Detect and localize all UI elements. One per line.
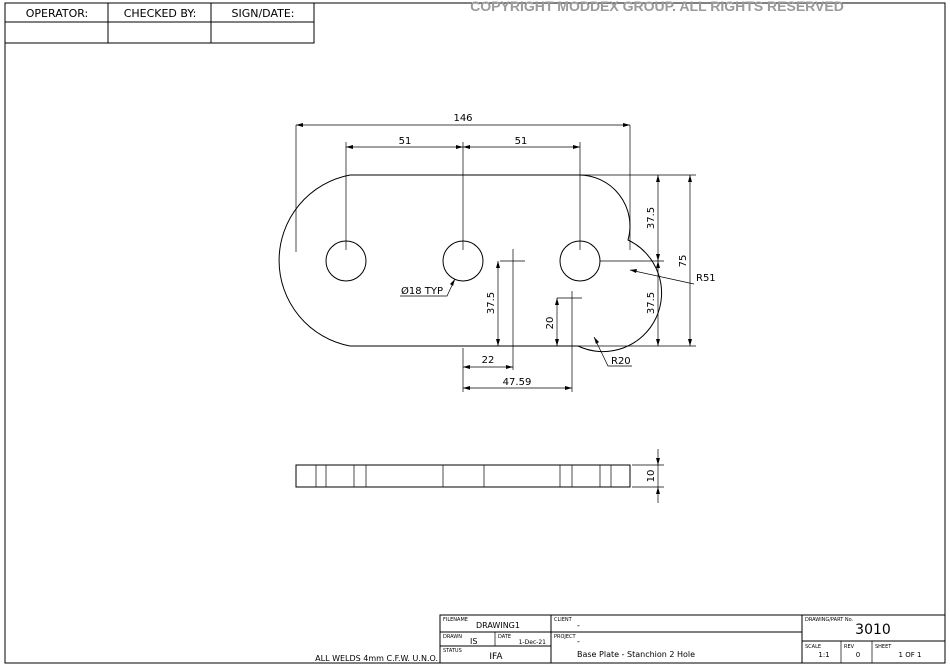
filename-label: FILENAME bbox=[443, 617, 468, 623]
dim-right-verticals: 37.5 37.5 75 bbox=[578, 174, 696, 347]
scale-value: 1:1 bbox=[818, 651, 829, 659]
client-value: - bbox=[577, 621, 580, 630]
dim-offset-horizontal-long-label: 47.59 bbox=[503, 377, 532, 388]
dim-thickness: 10 bbox=[632, 449, 664, 503]
title-block: FILENAME DRAWING1 CLIENT - DRAWN IS DATE… bbox=[439, 614, 946, 664]
sign-date-label: SIGN/DATE: bbox=[231, 7, 294, 20]
project-label: PROJECT bbox=[554, 634, 577, 640]
dim-hole-pitch-right-label: 51 bbox=[515, 136, 528, 147]
dim-offset-vertical-left-label: 37.5 bbox=[486, 292, 497, 314]
client-label: CLIENT bbox=[554, 617, 573, 623]
dim-overall-length-label: 146 bbox=[453, 113, 472, 124]
weld-note: ALL WELDS 4mm C.F.W. U.N.O. bbox=[315, 654, 438, 663]
date-value: 1-Dec-21 bbox=[519, 639, 547, 646]
copyright-text: COPYRIGHT MODDEX GROUP. ALL RIGHTS RESER… bbox=[470, 0, 844, 14]
scale-label: SCALE bbox=[805, 644, 821, 650]
project-value: - bbox=[577, 637, 580, 646]
sheet-value: 1 OF 1 bbox=[899, 651, 922, 659]
dim-hole-diameter: Ø18 TYP bbox=[400, 278, 456, 297]
dim-offset-vertical-right-label: 20 bbox=[545, 317, 556, 330]
sheet-border bbox=[4, 2, 946, 664]
rev-label: REV bbox=[844, 644, 855, 650]
part-no-value: 3010 bbox=[855, 622, 891, 638]
dim-outer-radius: R51 bbox=[629, 269, 716, 285]
operator-label: OPERATOR: bbox=[26, 7, 89, 20]
dim-half-height-top-label: 37.5 bbox=[646, 207, 657, 229]
filename-value: DRAWING1 bbox=[476, 621, 520, 630]
plate-outline bbox=[278, 174, 663, 353]
date-label: DATE bbox=[498, 634, 511, 640]
dim-hole-diameter-label: Ø18 TYP bbox=[401, 285, 443, 297]
drawn-label: DRAWN bbox=[443, 634, 462, 640]
status-value: IFA bbox=[489, 652, 503, 662]
rev-value: 0 bbox=[856, 651, 860, 659]
part-no-label: DRAWING/PART No. bbox=[805, 617, 854, 623]
dim-hole-pitch-left-label: 51 bbox=[399, 136, 412, 147]
dim-hole-pitch: 51 51 bbox=[345, 136, 581, 250]
dim-offset-horizontal-short-label: 22 bbox=[482, 355, 495, 366]
dim-offsets: 37.5 20 22 47.59 bbox=[462, 249, 582, 392]
plate-side-view bbox=[295, 464, 631, 488]
header-table: OPERATOR: CHECKED BY: SIGN/DATE: bbox=[4, 2, 315, 44]
dim-overall-length: 146 bbox=[295, 113, 631, 252]
plate-plan-view bbox=[278, 174, 663, 353]
dim-corner-radius-label: R20 bbox=[611, 356, 631, 367]
copyright-mask bbox=[440, 4, 890, 18]
description: Base Plate - Stanchion 2 Hole bbox=[577, 650, 695, 659]
sheet-label: SHEET bbox=[875, 644, 892, 650]
dim-corner-radius: R20 bbox=[593, 336, 632, 367]
dim-overall-height-label: 75 bbox=[678, 255, 689, 268]
checked-by-label: CHECKED BY: bbox=[124, 7, 197, 20]
dim-half-height-bottom-label: 37.5 bbox=[646, 292, 657, 314]
dim-thickness-label: 10 bbox=[646, 470, 657, 483]
dim-outer-radius-label: R51 bbox=[696, 273, 716, 284]
status-label: STATUS bbox=[443, 648, 462, 654]
drawn-value: IS bbox=[470, 637, 477, 646]
